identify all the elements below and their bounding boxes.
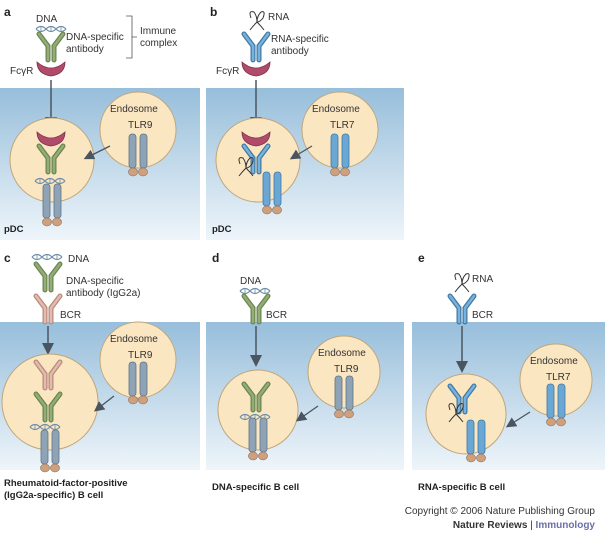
bcr-label-c: BCR (60, 310, 81, 321)
bcr-c (36, 296, 60, 322)
rna-strand-e (454, 273, 470, 293)
endosome-label-b: Endosome (312, 104, 360, 115)
caption-b: pDC (212, 224, 232, 235)
caption-c-1: Rheumatoid-factor-positive (4, 478, 128, 489)
antibody-a (39, 34, 63, 60)
panel-c: c DNA DNA-specific antibody (IgG2a) BCR … (0, 251, 200, 501)
footer: Copyright © 2006 Nature Publishing Group… (405, 505, 595, 533)
journal-name: Nature Reviews (452, 520, 528, 531)
dna-strand-a (35, 25, 67, 33)
caption-a: pDC (4, 224, 24, 235)
tlr-label-a: TLR9 (128, 120, 153, 131)
antibody-label-c-2: antibody (IgG2a) (66, 288, 141, 299)
dna-label-d: DNA (240, 276, 261, 287)
panel-letter-a: a (4, 5, 11, 19)
antibody-label-b-1: RNA-specific (271, 34, 329, 45)
endosome-label-e: Endosome (530, 356, 578, 367)
journal-section: Immunology (535, 520, 595, 531)
antibody-label-b-2: antibody (271, 46, 309, 57)
immune-complex-bracket (126, 15, 137, 59)
rna-label-e: RNA (472, 274, 493, 285)
arrow-fusion-c (93, 395, 115, 412)
dna-strand-d (239, 287, 271, 295)
antibody-c (36, 264, 60, 290)
endosome-label-d: Endosome (318, 348, 366, 359)
arrow-fusion-e (505, 411, 531, 428)
panel-letter-c: c (4, 251, 11, 265)
bcr-d (244, 296, 268, 322)
panel-b: b RNA RNA-specific antibody FcγR Endosom… (206, 5, 404, 240)
dna-label-a: DNA (36, 14, 57, 25)
arrow-fusion-a (83, 145, 111, 160)
arrow-fusion-b (289, 145, 313, 160)
tlr-label-c: TLR9 (128, 350, 153, 361)
bcr-label-d: BCR (266, 310, 287, 321)
panel-letter-d: d (212, 251, 219, 265)
caption-e: RNA-specific B cell (418, 482, 505, 493)
bcr-e (450, 296, 474, 322)
immune-complex-label-1: Immune (140, 26, 177, 37)
antibody-label-a-1: DNA-specific (66, 32, 124, 43)
fc-receptor-label-a: FcγR (10, 66, 33, 77)
bcr-label-e: BCR (472, 310, 493, 321)
journal-separator: | (527, 520, 536, 531)
antibody-b (244, 34, 268, 60)
endosome-e (519, 343, 593, 417)
endosome-a (99, 91, 177, 169)
antibody-label-c-1: DNA-specific (66, 276, 124, 287)
panel-d: d DNA BCR Endosome TLR9 DNA-specific B c… (206, 251, 404, 493)
dna-strand-c (31, 253, 63, 261)
fc-receptor-b (241, 61, 271, 77)
rna-strand-b (249, 11, 265, 31)
endosome-b (301, 91, 379, 169)
tlr-label-e: TLR7 (546, 372, 571, 383)
panel-letter-e: e (418, 251, 425, 265)
caption-d: DNA-specific B cell (212, 482, 299, 493)
panel-letter-b: b (210, 5, 217, 19)
panel-e: e RNA BCR Endosome TLR7 RNA-specific B c… (412, 251, 605, 493)
immune-complex-label-2: complex (140, 38, 177, 49)
fc-receptor-label-b: FcγR (216, 66, 239, 77)
arrow-fusion-d (295, 405, 319, 422)
caption-c-2: (IgG2a-specific) B cell (4, 490, 103, 501)
antibody-label-a-2: antibody (66, 44, 104, 55)
tlr-label-b: TLR7 (330, 120, 355, 131)
copyright-text: Copyright © 2006 Nature Publishing Group (404, 506, 595, 517)
rna-label-b: RNA (268, 12, 289, 23)
b-cell-endosome-c (1, 353, 99, 451)
fc-receptor-a (36, 61, 66, 77)
endosome-c (99, 321, 177, 399)
endosome-label-a: Endosome (110, 104, 158, 115)
endosome-d (307, 335, 381, 409)
panel-a: a DNA DNA-specific antibody Immune compl… (0, 5, 200, 240)
dna-label-c: DNA (68, 254, 89, 265)
tlr-label-d: TLR9 (334, 364, 359, 375)
endosome-label-c: Endosome (110, 334, 158, 345)
journal-line: Nature Reviews | Immunology (405, 519, 595, 533)
